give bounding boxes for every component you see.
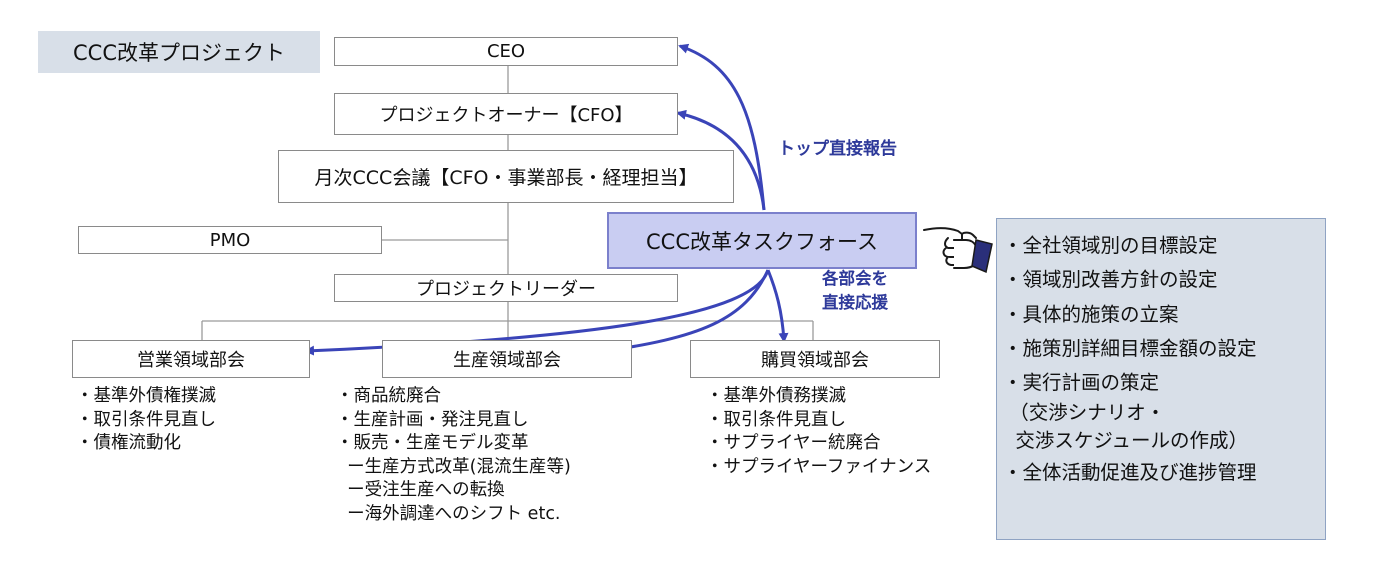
list-item: ・全体活動促進及び進捗管理	[1003, 461, 1257, 485]
monthly-meeting-box: 月次CCC会議【CFO・事業部長・経理担当】	[278, 150, 734, 203]
taskforce-roles-panel: ・全社領域別の目標設定 ・領域別改善方針の設定 ・具体的施策の立案 ・施策別詳細…	[996, 218, 1326, 540]
list-item: ー海外調達へのシフト etc.	[336, 503, 561, 524]
support-label-line1: 各部会を	[822, 269, 888, 288]
arrow-to-ceo	[678, 43, 766, 211]
purchasing-tasks: ・基準外債務撲滅 ・取引条件見直し ・サプライヤー統廃合 ・サプライヤーファイナ…	[706, 385, 931, 479]
support-label-line2: 直接応援	[822, 293, 888, 312]
list-item: ・具体的施策の立案	[1003, 302, 1179, 326]
list-item: ・施策別詳細目標金額の設定	[1003, 336, 1257, 360]
list-item: ・サプライヤーファイナンス	[706, 456, 932, 477]
list-item: ・実行計画の策定	[1003, 371, 1160, 395]
list-item: ・商品統廃合	[336, 386, 441, 406]
list-item: ・全社領域別の目標設定	[1003, 234, 1218, 257]
list-item: 交渉スケジュールの作成）	[1003, 429, 1249, 453]
production-tasks: ・商品統廃合 ・生産計画・発注見直し ・販売・生産モデル変革 ー生産方式改革(混…	[336, 385, 571, 526]
sales-division-box: 営業領域部会	[72, 340, 310, 378]
project-title: CCC改革プロジェクト	[38, 31, 320, 73]
list-item: ・基準外債権撲滅	[76, 386, 216, 406]
arrow-to-purchasing	[766, 269, 789, 343]
list-item: ・領域別改善方針の設定	[1003, 268, 1218, 292]
list-item: ・販売・生産モデル変革	[336, 433, 529, 453]
purchasing-division-box: 購買領域部会	[690, 340, 940, 378]
list-item: ー生産方式改革(混流生産等)	[336, 456, 571, 477]
list-item: ・サプライヤー統廃合	[706, 433, 881, 453]
list-item: ー受注生産への転換	[336, 480, 505, 500]
project-leader-box: プロジェクトリーダー	[334, 274, 678, 302]
top-report-label: トップ直接報告	[778, 139, 897, 159]
sales-tasks: ・基準外債権撲滅 ・取引条件見直し ・債権流動化	[76, 385, 216, 456]
project-owner-box: プロジェクトオーナー【CFO】	[334, 93, 678, 135]
pointing-hand-icon	[923, 227, 993, 274]
arrow-to-production	[596, 269, 770, 356]
pmo-box: PMO	[78, 226, 382, 254]
list-item: （交渉シナリオ・	[1003, 401, 1166, 425]
list-item: ・取引条件見直し	[706, 409, 846, 430]
production-division-box: 生産領域部会	[382, 340, 632, 378]
tree-lines	[201, 66, 814, 340]
ceo-box: CEO	[334, 37, 678, 66]
arrow-to-owner	[676, 109, 766, 211]
list-item: ・取引条件見直し	[76, 409, 216, 430]
list-item: ・生産計画・発注見直し	[336, 409, 529, 430]
taskforce-box: CCC改革タスクフォース	[607, 212, 917, 269]
list-item: ・基準外債務撲滅	[706, 386, 846, 406]
list-item: ・債権流動化	[76, 433, 181, 453]
